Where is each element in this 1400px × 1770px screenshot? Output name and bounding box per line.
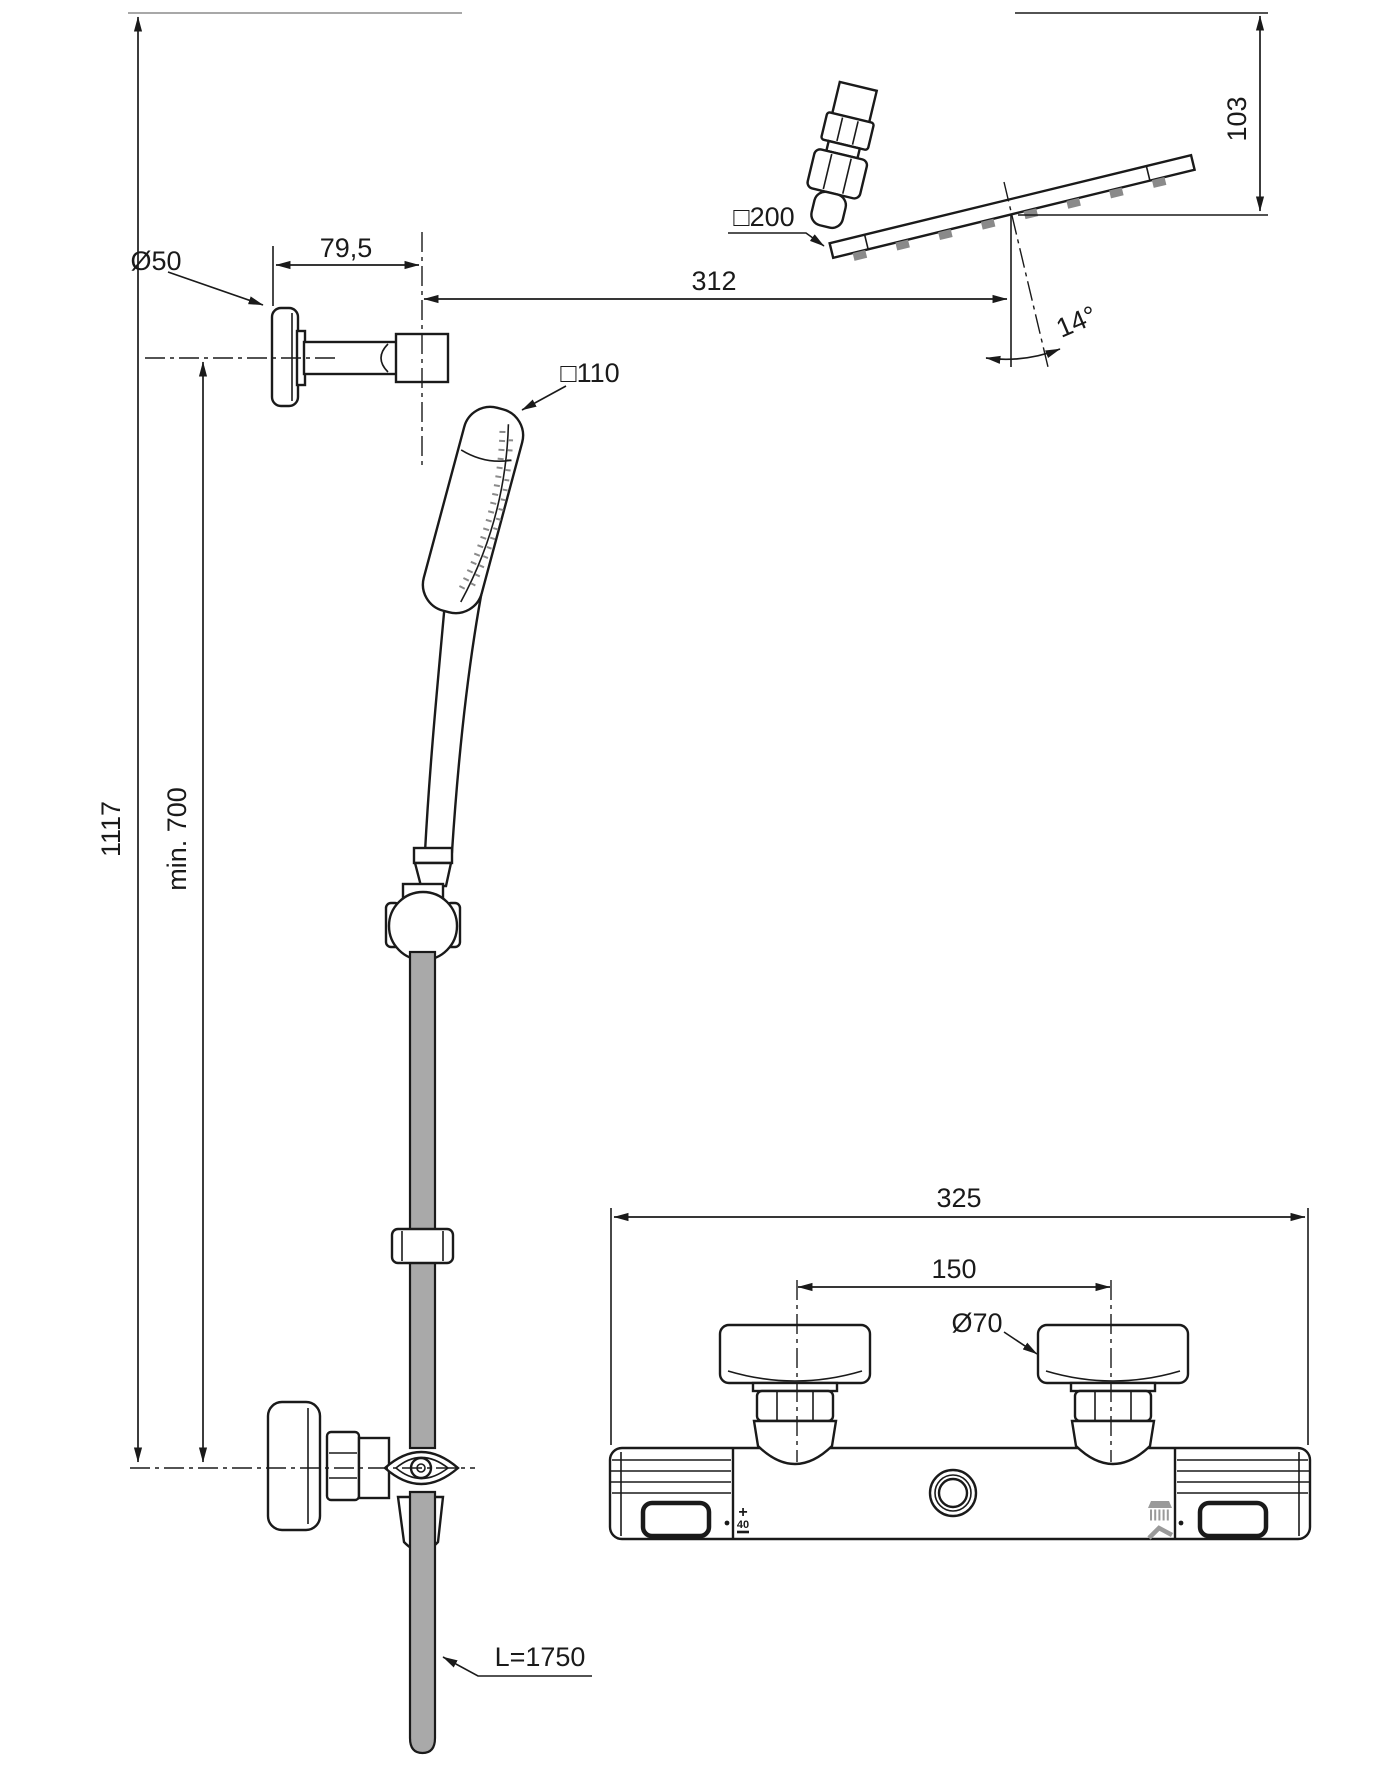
hand-shower-head <box>421 405 525 615</box>
supply-escutcheon <box>266 1400 322 1532</box>
plate-seam-right <box>1145 165 1151 181</box>
mode-icons <box>1147 1501 1174 1540</box>
leader-hose <box>442 1656 592 1677</box>
left-index-dot <box>724 1520 730 1526</box>
left-inlet-bell <box>752 1419 838 1466</box>
temperature-handle-button <box>640 1500 712 1539</box>
dim-795-label: 79,5 <box>320 233 373 263</box>
right-inlet-bell <box>1070 1419 1156 1466</box>
bracket-arm-curve <box>380 343 389 373</box>
right-union-nut <box>1073 1389 1153 1423</box>
spray-face-edge <box>460 424 510 603</box>
handle-cone <box>413 861 453 888</box>
head-seam <box>460 449 512 462</box>
dim-110-label: □110 <box>560 358 619 388</box>
hand-shower-holder <box>384 882 462 962</box>
temp-value-label: 40 <box>737 1519 749 1531</box>
wall-flange <box>270 306 300 408</box>
mixer-center-ring <box>928 1468 978 1518</box>
dim-hose-label: L=1750 <box>495 1642 586 1672</box>
temp-plus-label: + <box>738 1504 747 1521</box>
shower-hose-upper <box>408 950 437 1450</box>
right-index-dot <box>1178 1520 1184 1526</box>
dim-200-label: □200 <box>733 202 794 232</box>
leader-110 <box>521 385 567 411</box>
leader-200 <box>728 232 825 247</box>
rain-shower-icon <box>1148 1501 1172 1508</box>
pipe-body <box>406 15 871 1502</box>
plate-seam-left <box>863 234 869 250</box>
hose-slider-clamp <box>390 1227 455 1265</box>
dimension-labels: 1117 min. 700 Ø50 79,5 312 □200 103 14° … <box>96 96 1252 1672</box>
left-union-nut <box>755 1389 835 1423</box>
dim-min700-label: min. 700 <box>162 787 192 891</box>
pipe-outline <box>420 29 857 1502</box>
riser-pipe-and-arm <box>406 15 871 1502</box>
supply-nut <box>325 1430 361 1502</box>
centerlines <box>130 232 1112 1469</box>
holder-ball <box>387 890 459 962</box>
dim-103-label: 103 <box>1222 96 1252 141</box>
head-axis-centerline <box>1003 181 1049 368</box>
dim-312-label: 312 <box>691 266 736 296</box>
handle-collar <box>412 846 454 865</box>
dim-150-label: 150 <box>931 1254 976 1284</box>
left-union <box>718 1323 872 1423</box>
head-plate <box>828 153 1197 260</box>
overhead-shower-plate <box>828 153 1197 261</box>
thermostatic-mixer: + 40 <box>608 1323 1312 1541</box>
hand-shower <box>412 405 525 888</box>
spray-nozzles <box>852 177 1167 261</box>
dim-o70-label: Ø70 <box>951 1308 1002 1338</box>
leader-o70 <box>1003 1331 1038 1355</box>
dimension-lines <box>128 12 1309 1677</box>
dim-14deg-label: 14° <box>1052 300 1101 344</box>
dim-angle-arc <box>985 348 1061 364</box>
temperature-markings: + 40 <box>737 1504 749 1534</box>
dim-325-label: 325 <box>936 1183 981 1213</box>
hand-shower-icon <box>1147 1525 1174 1540</box>
leader-o50 <box>167 271 264 306</box>
dim-1117-label: 1117 <box>96 801 126 857</box>
diverter-handle-button <box>1197 1500 1269 1539</box>
head-ball-joint <box>806 80 879 230</box>
left-handle-grips <box>611 1459 731 1494</box>
joint-ball <box>810 190 848 230</box>
mixer-body <box>608 1446 1312 1541</box>
right-union <box>1036 1323 1190 1423</box>
right-handle-grips <box>1177 1459 1309 1494</box>
shower-hose-lower <box>408 1490 437 1755</box>
dim-o50-label: Ø50 <box>130 246 181 276</box>
